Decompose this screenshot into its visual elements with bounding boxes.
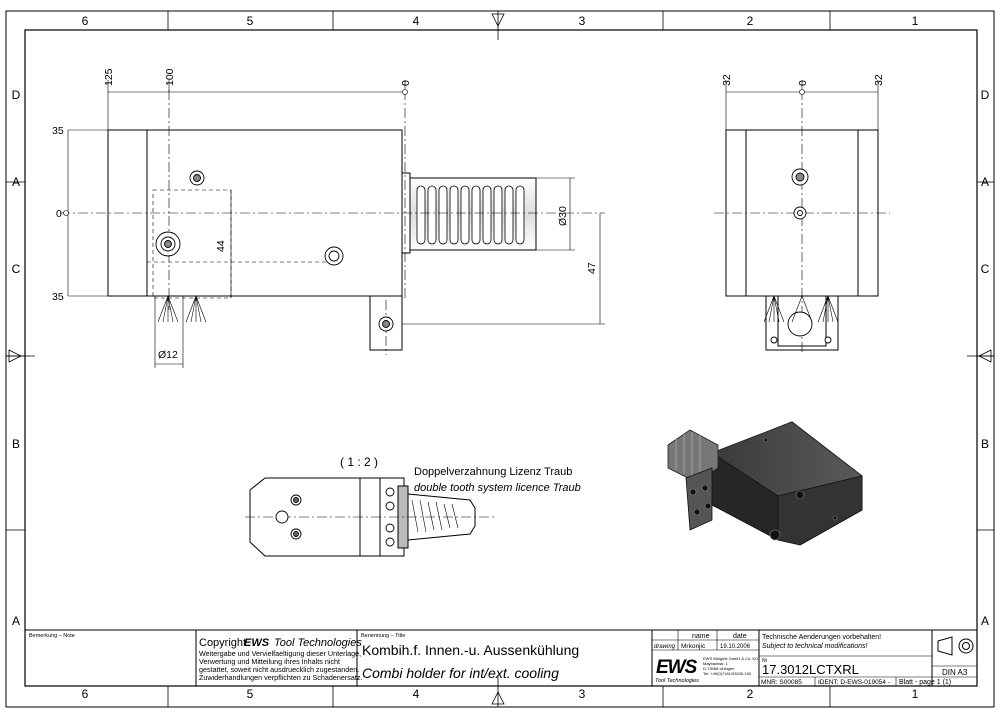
screw-icon [275,487,395,547]
row-label: D [12,88,21,102]
row-label: B [12,437,20,451]
projection-symbol-icon [937,636,974,656]
nr-label: Nr [762,658,768,664]
copyright-line: gestattet, soweit nicht ausdruecklich zu… [199,665,359,674]
dim-label: 100 [164,68,176,86]
ews-logo: EWS [656,657,698,678]
dim-label: 35 [52,125,64,137]
col-label: 6 [82,14,89,28]
screw-icon [155,170,394,332]
drawer-date: 19.10.2006 [720,644,751,650]
scale-label: ( 1 : 2 ) [340,455,378,469]
coolant-jet-icon [157,295,207,323]
copyright-line: Weitergabe und Vervielfaeltigung dieser … [199,649,361,658]
dim-label: 32 [873,74,885,86]
col-label: 5 [247,687,254,701]
remark-label: Bemerkung – Note [29,633,75,639]
dim-label: Ø30 [557,206,569,226]
copyright-suffix: Tool Technologies [274,637,362,649]
copyright-brand: EWS [244,637,270,649]
col-label: 4 [413,14,420,28]
side-view: 32 0 32 [714,74,890,355]
drawer-name: Mrkonjic [681,643,706,650]
col-label: 4 [413,687,420,701]
title-de: Kombih.f. Innen.-u. Aussenkühlung [362,642,579,658]
row-label: A [12,614,20,628]
screw-icon [770,168,832,344]
mnr: MNR: S00085 [761,679,802,686]
col-name-label: name [692,633,710,640]
address-line: EWS Weigele GmbH & Co. KG [703,656,758,661]
address-line: Maybachstr. 1 [703,661,729,666]
row-label: D [981,88,990,102]
title-en: Combi holder for int/ext. cooling [362,665,559,681]
outer-frame [5,10,995,708]
col-label: 2 [747,687,754,701]
dim-label: 32 [721,74,733,86]
address-line: Tel. +49(0)7161/93040-100 [703,671,752,676]
change-note-en: Subject to technical modifications! [762,643,867,650]
note-de: Doppelverzahnung Lizenz Traub [414,466,572,478]
ident: IDENT: D-EWS-019054 - [818,679,890,686]
shaft-grooves [416,185,525,245]
row-label: C [981,262,990,276]
dim-label: 47 [586,262,598,274]
front-view: 125 100 0 35 0 35 44 Ø30 47 Ø12 [52,68,605,368]
title-block: Bemerkung – Note Copyright EWS Tool Tech… [24,629,978,687]
dim-label: 0 [797,80,809,86]
col-label: 1 [912,687,919,701]
dim-label: 0 [400,80,412,86]
row-label: B [981,437,989,451]
title-label: Benennung – Title [361,633,405,639]
row-label: A [981,614,989,628]
paper-format: DIN A3 [942,668,968,677]
part-number: 17.3012LCTXRL [762,662,859,677]
detail-view: ( 1 : 2 ) Doppelverzahnung Lizenz Traub … [245,455,581,557]
dim-label: 35 [52,291,64,303]
copyright-prefix: Copyright [199,637,246,649]
col-label: 1 [912,14,919,28]
col-label: 3 [579,687,586,701]
copyright-line: Verwertung und Mitteilung ihres Inhalts … [199,657,340,666]
col-date-label: date [733,633,747,640]
col-label: 5 [247,14,254,28]
dim-label: 0 [56,208,62,220]
col-label: 3 [579,14,586,28]
zone-labels: 6 5 4 3 2 1 6 5 4 3 2 1 D A C B A D A C … [12,14,990,701]
row-label: C [12,262,21,276]
note-en: double tooth system licence Traub [414,482,581,494]
row-label: A [12,175,20,189]
dim-label: 44 [215,240,227,252]
coolant-jet-icon [763,295,839,323]
dim-label: 125 [103,68,115,86]
ews-logo-sub: Tool Technologies [655,678,699,684]
row-drawing-label: drawing [654,644,676,650]
zone-ticks [6,11,994,707]
sheet-page: Blatt - page 1 (1) [899,679,951,686]
address-line: D-73066 Uhingen [703,666,734,671]
iso-view [667,421,863,546]
row-label: A [981,175,989,189]
dim-label: Ø12 [158,349,178,361]
copyright-line: Zuwiderhandlungen verpflichten zu Schade… [199,673,362,682]
col-label: 6 [82,687,89,701]
centering-marks [6,11,994,707]
change-note-de: Technische Aenderungen vorbehalten! [762,634,881,641]
col-label: 2 [747,14,754,28]
